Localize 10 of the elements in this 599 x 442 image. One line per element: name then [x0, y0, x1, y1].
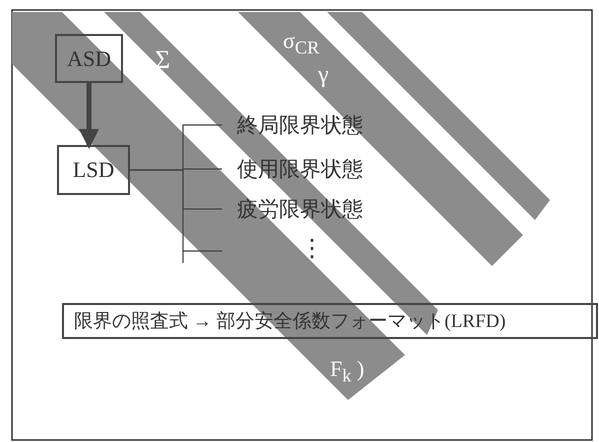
method-box: ASD: [55, 34, 123, 83]
state-label: 使用限界状態: [222, 154, 382, 184]
state-label: 疲労限界状態: [222, 194, 382, 224]
ellipsis-mark: ⋮: [300, 234, 324, 262]
formula-fragment: σ$_{CR}$: [283, 28, 320, 58]
arrow: [79, 83, 99, 149]
bracket-line: [130, 169, 222, 252]
formula-fragment: γ: [318, 62, 329, 89]
formula-fragment: F$_{k}$ ): [330, 356, 364, 386]
method-box: LSD: [57, 145, 130, 195]
